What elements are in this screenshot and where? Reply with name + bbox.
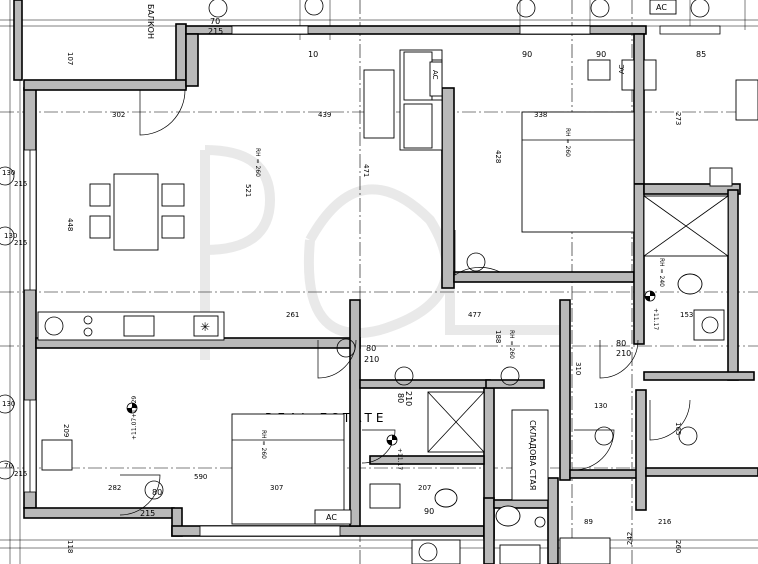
svg-text:70: 70 — [210, 17, 220, 26]
axis-markers — [0, 0, 710, 562]
svg-text:210: 210 — [364, 355, 379, 364]
svg-text:165: 165 — [674, 422, 682, 435]
doors — [119, 89, 691, 516]
svg-text:215: 215 — [14, 180, 27, 188]
svg-text:428: 428 — [494, 150, 502, 163]
svg-text:209: 209 — [62, 424, 70, 437]
windows — [23, 25, 721, 537]
svg-text:216: 216 — [658, 518, 672, 526]
bed-1 — [521, 111, 635, 233]
svg-text:310: 310 — [574, 362, 582, 375]
svg-text:AC: AC — [656, 3, 667, 12]
svg-text:10: 10 — [308, 50, 318, 59]
svg-text:AC: AC — [326, 513, 337, 522]
svg-text:AC: AC — [431, 70, 439, 80]
svg-text:439: 439 — [318, 111, 331, 119]
svg-text:215: 215 — [14, 470, 27, 478]
svg-text:118: 118 — [66, 540, 74, 553]
svg-text:80: 80 — [152, 488, 162, 497]
svg-text:273: 273 — [674, 112, 682, 125]
svg-text:RH = 240: RH = 240 — [658, 258, 665, 287]
furniture: ✳ — [37, 0, 758, 564]
svg-text:89: 89 — [584, 518, 593, 526]
svg-text:215: 215 — [208, 27, 223, 36]
svg-text:80: 80 — [396, 393, 405, 403]
level-markers: +11.29 +11.07 +11.17 +11.17 — [126, 290, 659, 470]
svg-text:RH = 260: RH = 260 — [260, 430, 267, 459]
room-height-notes: RH = 260 RH = 260 RH = 240 RH = 260 RH =… — [254, 128, 665, 459]
svg-text:RH = 260: RH = 260 — [254, 148, 261, 177]
svg-text:282: 282 — [108, 484, 121, 492]
svg-text:130: 130 — [2, 169, 15, 177]
svg-text:471: 471 — [362, 164, 370, 177]
storage-room: СКЛАДОВА СТАЯ — [511, 409, 549, 501]
svg-text:130: 130 — [594, 402, 607, 410]
svg-text:80: 80 — [616, 339, 626, 348]
svg-text:153: 153 — [680, 311, 693, 319]
svg-text:107: 107 — [66, 52, 74, 65]
svg-text:80: 80 — [366, 344, 376, 353]
svg-text:70: 70 — [4, 462, 13, 470]
elevation-label: +11.29 — [131, 396, 138, 418]
svg-text:215: 215 — [14, 239, 27, 247]
dining-table — [113, 173, 159, 251]
svg-text:AC: AC — [618, 64, 626, 74]
svg-text:338: 338 — [534, 111, 547, 119]
svg-text:RH = 260: RH = 260 — [564, 128, 571, 157]
svg-text:242: 242 — [626, 532, 634, 545]
svg-text:477: 477 — [468, 311, 481, 319]
svg-text:90: 90 — [424, 507, 434, 516]
svg-text:590: 590 — [194, 473, 207, 481]
svg-text:207: 207 — [418, 484, 431, 492]
svg-text:130: 130 — [4, 232, 17, 240]
svg-text:90: 90 — [596, 50, 606, 59]
svg-text:130: 130 — [2, 400, 15, 408]
svg-text:90: 90 — [522, 50, 532, 59]
svg-text:210: 210 — [404, 391, 413, 406]
svg-text:85: 85 — [696, 50, 706, 59]
svg-text:215: 215 — [140, 509, 155, 518]
svg-text:521: 521 — [244, 184, 252, 197]
svg-text:RH = 260: RH = 260 — [508, 330, 515, 359]
svg-text:261: 261 — [286, 311, 299, 319]
svg-text:+11.17: +11.17 — [396, 448, 403, 470]
balcony-label: БАЛКОН — [146, 4, 155, 39]
svg-text:✳: ✳ — [200, 320, 210, 334]
svg-text:+11.07: +11.07 — [131, 418, 138, 440]
bed-2 — [231, 413, 345, 525]
dimension-texts: 107 70 215 10 302 439 521 471 448 338 42… — [2, 17, 706, 553]
svg-text:448: 448 — [66, 218, 74, 231]
svg-text:188: 188 — [494, 330, 502, 343]
ac-labels: AC AC AC AC — [326, 3, 667, 522]
svg-text:307: 307 — [270, 484, 283, 492]
svg-text:+11.17: +11.17 — [652, 308, 659, 330]
svg-text:260: 260 — [674, 540, 682, 553]
storage-label: СКЛАДОВА СТАЯ — [528, 420, 537, 490]
svg-text:302: 302 — [112, 111, 125, 119]
svg-text:210: 210 — [616, 349, 631, 358]
